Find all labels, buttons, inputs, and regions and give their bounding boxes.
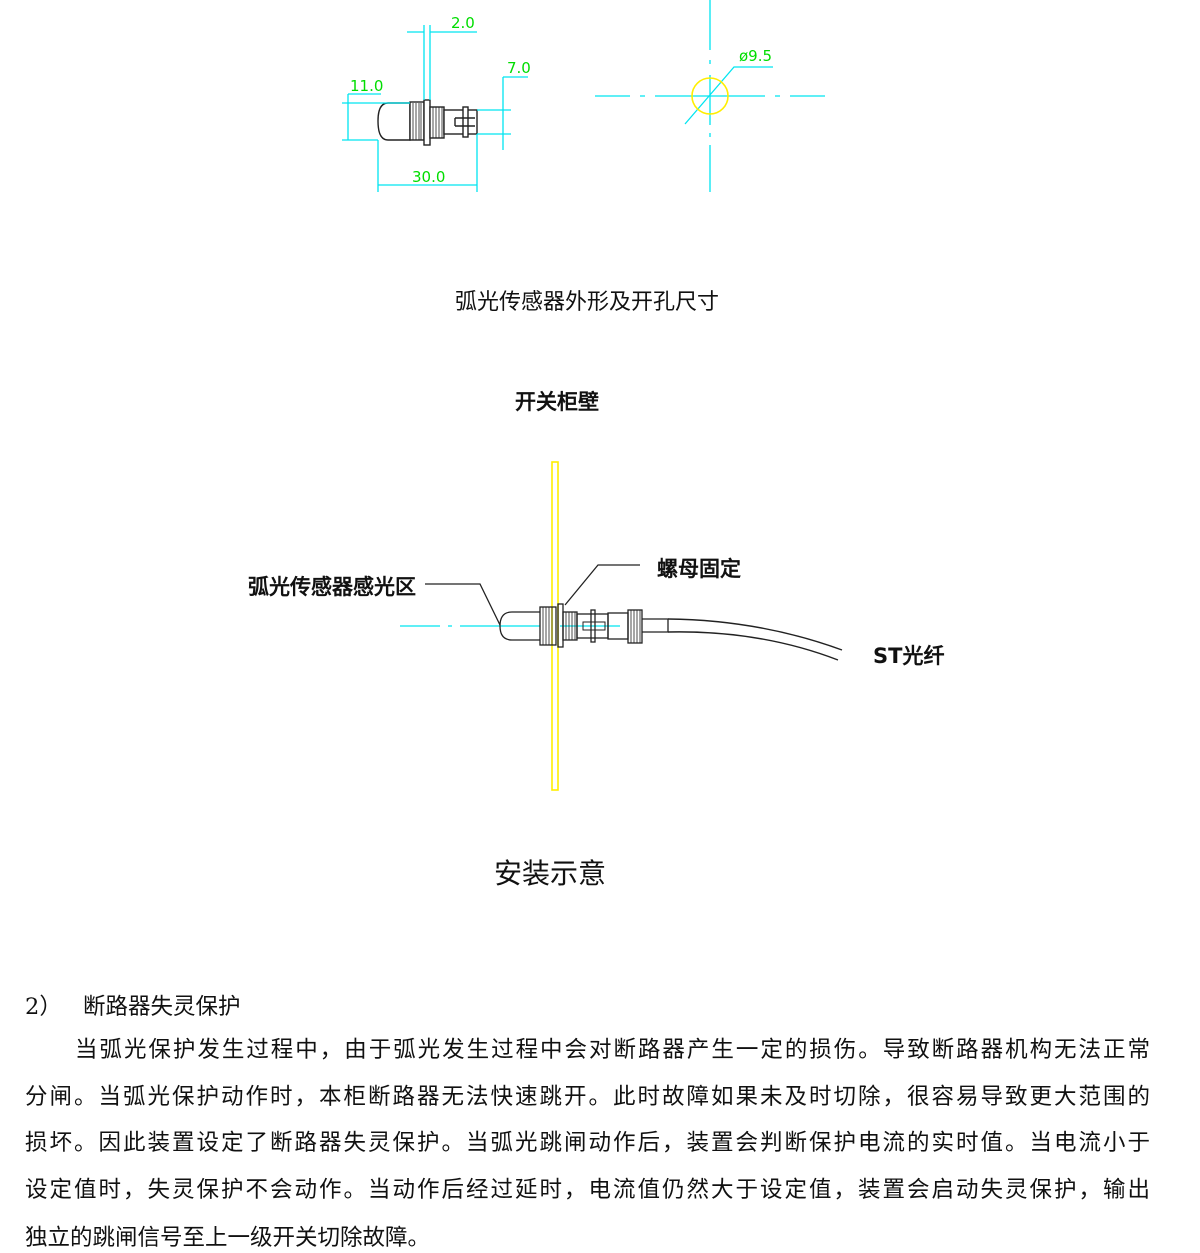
sensor-dimension-drawing: 11.0 2.0 7.0 30.0 ø9.5: [342, 0, 825, 192]
paragraph-line: 分闸。当弧光保护动作时，本柜断路器无法快速跳开。此时故障如果未及时切除，很容易导…: [25, 1084, 1150, 1110]
section-title: 断路器失灵保护: [82, 994, 241, 1020]
installation-drawing: [400, 461, 843, 791]
sensor-area-label: 弧光传感器感光区: [248, 575, 416, 599]
section-heading: 2） 断路器失灵保护: [25, 989, 241, 1021]
sensor-outline: [377, 99, 478, 146]
nut-label: 螺母固定: [657, 557, 741, 581]
paragraph-line: 独立的跳闸信号至上一级开关切除故障。: [25, 1225, 431, 1251]
fiber-label: ST光纤: [873, 644, 945, 668]
dim-total-length: 30.0: [412, 168, 445, 186]
sensor-leader: [425, 583, 501, 626]
hole-circle: [691, 77, 729, 115]
paragraph-line: 设定值时，失灵保护不会动作。当动作后经过延时，电流值仍然大于设定值，装置会启动失…: [25, 1177, 1150, 1203]
figure1-caption: 弧光传感器外形及开孔尺寸: [454, 290, 720, 315]
dim-hole-diameter: ø9.5: [739, 47, 772, 65]
wall-label: 开关柜壁: [515, 390, 599, 414]
paragraph-line: 当弧光保护发生过程中，由于弧光发生过程中会对断路器产生一定的损伤。导致断路器机构…: [75, 1037, 1150, 1063]
dim-sensor-length: 11.0: [350, 77, 383, 95]
dimension-lines: [342, 0, 825, 192]
section-number: 2）: [25, 994, 62, 1020]
cabinet-wall: [551, 461, 559, 791]
nut-leader: [564, 564, 640, 606]
dim-tail-height: 7.0: [507, 59, 531, 77]
figure2-caption: 安装示意: [493, 857, 607, 890]
optical-fiber: [667, 618, 843, 661]
dim-nut-width: 2.0: [451, 14, 475, 32]
paragraph-line: 损坏。因此装置设定了断路器失灵保护。当弧光跳闸动作后，装置会判断保护电流的实时值…: [25, 1130, 1150, 1156]
